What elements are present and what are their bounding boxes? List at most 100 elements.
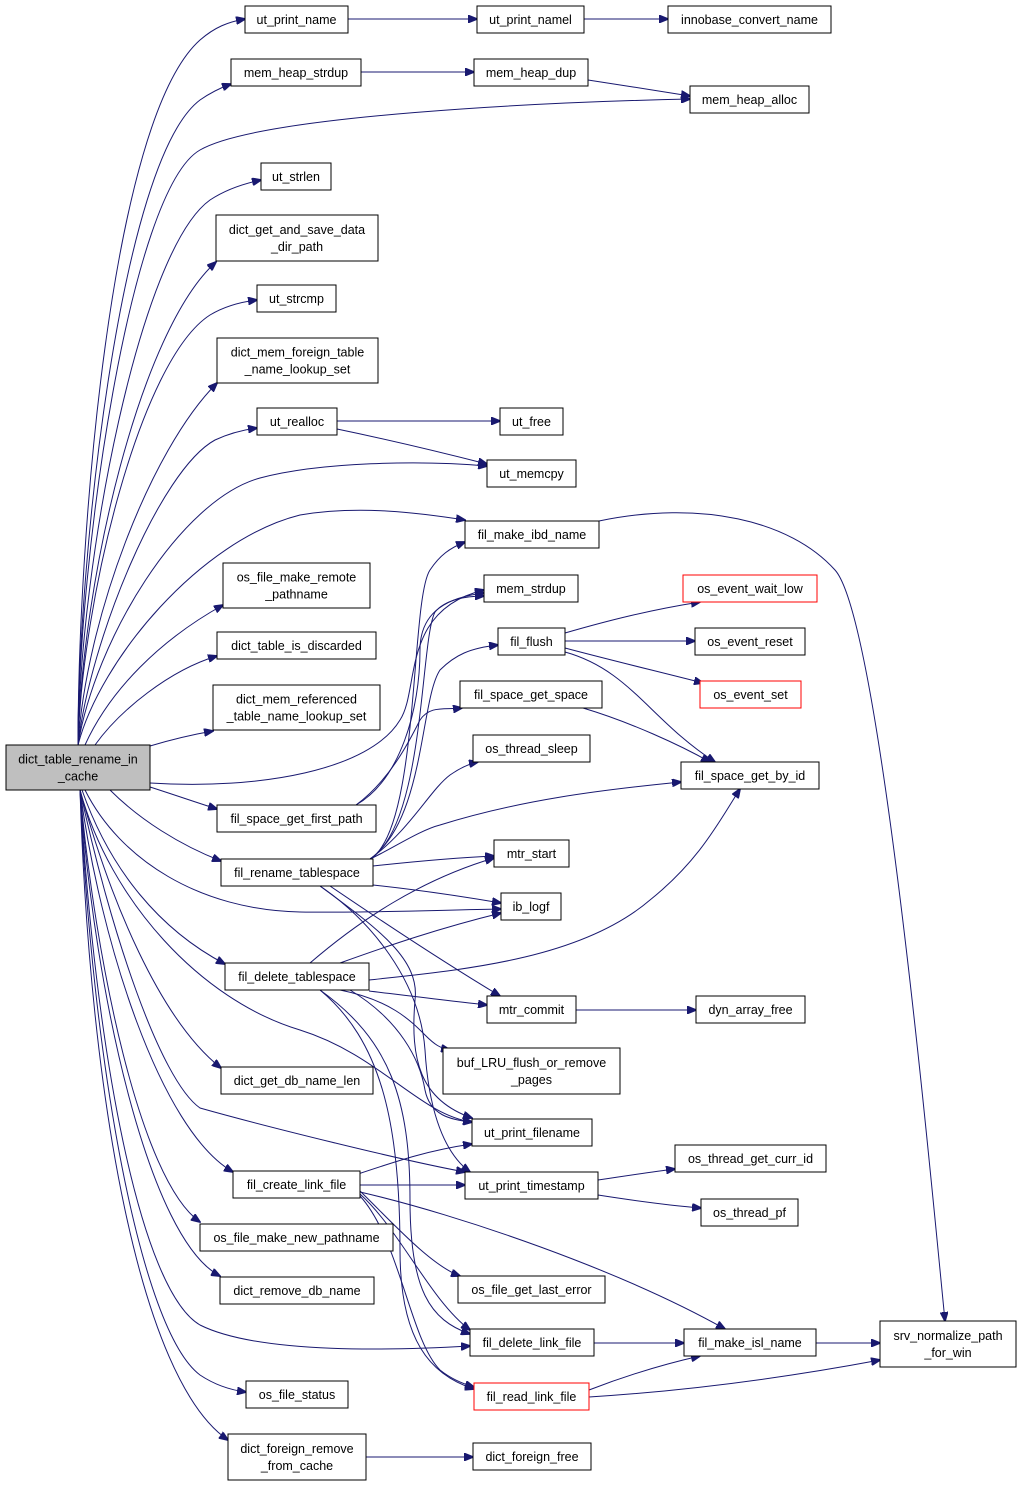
node-dict-mem-foreign-table-name-lookup-set[interactable]: dict_mem_foreign_table_name_lookup_set <box>216 337 379 384</box>
node-box[interactable] <box>472 734 591 763</box>
node-box[interactable] <box>212 684 381 731</box>
node-box[interactable] <box>260 162 332 191</box>
node-box[interactable] <box>244 5 349 34</box>
node-fil-delete-tablespace[interactable]: fil_delete_tablespace <box>224 962 370 991</box>
node-fil-flush[interactable]: fil_flush <box>497 627 566 656</box>
node-box[interactable] <box>216 631 377 660</box>
node-box[interactable] <box>245 1380 349 1409</box>
node-os-event-wait-low[interactable]: os_event_wait_low <box>682 574 818 603</box>
node-os-thread-pf[interactable]: os_thread_pf <box>700 1198 799 1227</box>
node-ut-realloc[interactable]: ut_realloc <box>256 407 338 436</box>
node-box[interactable] <box>457 1275 606 1304</box>
node-box[interactable] <box>695 995 806 1024</box>
node-mem-heap-alloc[interactable]: mem_heap_alloc <box>689 85 810 114</box>
node-os-thread-get-curr-id[interactable]: os_thread_get_curr_id <box>674 1144 827 1173</box>
node-box[interactable] <box>220 858 374 887</box>
node-ut-print-filename[interactable]: ut_print_filename <box>471 1118 593 1147</box>
node-dyn-array-free[interactable]: dyn_array_free <box>695 995 806 1024</box>
node-box[interactable] <box>219 1276 375 1305</box>
node-mem-heap-strdup[interactable]: mem_heap_strdup <box>230 58 362 87</box>
node-box[interactable] <box>674 1144 827 1173</box>
node-fil-rename-tablespace[interactable]: fil_rename_tablespace <box>220 858 374 887</box>
node-box[interactable] <box>499 407 564 436</box>
node-box[interactable] <box>216 804 377 833</box>
node-dict-table-rename-in-cache[interactable]: dict_table_rename_in_cache <box>5 744 151 791</box>
node-buf-LRU-flush-or-remove-pages[interactable]: buf_LRU_flush_or_remove_pages <box>442 1047 621 1095</box>
node-box[interactable] <box>486 995 577 1024</box>
node-mem-strdup[interactable]: mem_strdup <box>483 574 579 603</box>
node-fil-create-link-file[interactable]: fil_create_link_file <box>232 1170 361 1199</box>
node-box[interactable] <box>699 680 802 709</box>
node-box[interactable] <box>683 1328 817 1357</box>
node-box[interactable] <box>199 1223 394 1252</box>
node-fil-space-get-by-id[interactable]: fil_space_get_by_id <box>680 761 820 790</box>
node-ut-memcpy[interactable]: ut_memcpy <box>486 459 577 488</box>
node-ut-strcmp[interactable]: ut_strcmp <box>256 284 337 313</box>
node-dict-foreign-remove-from-cache[interactable]: dict_foreign_remove_from_cache <box>227 1433 367 1481</box>
node-os-event-reset[interactable]: os_event_reset <box>694 627 806 656</box>
node-box[interactable] <box>227 1433 367 1481</box>
node-dict-foreign-free[interactable]: dict_foreign_free <box>472 1442 592 1471</box>
node-box[interactable] <box>486 459 577 488</box>
node-box[interactable] <box>493 839 570 868</box>
node-box[interactable] <box>220 1066 374 1095</box>
node-box[interactable] <box>471 1118 593 1147</box>
node-ut-print-name[interactable]: ut_print_name <box>244 5 349 34</box>
node-fil-make-isl-name[interactable]: fil_make_isl_name <box>683 1328 817 1357</box>
node-os-file-make-remote-pathname[interactable]: os_file_make_remote_pathname <box>222 562 371 609</box>
node-ib-logf[interactable]: ib_logf <box>500 892 562 921</box>
node-mtr-start[interactable]: mtr_start <box>493 839 570 868</box>
node-box[interactable] <box>5 744 151 791</box>
node-box[interactable] <box>222 562 371 609</box>
node-os-file-get-last-error[interactable]: os_file_get_last_error <box>457 1275 606 1304</box>
node-fil-space-get-space[interactable]: fil_space_get_space <box>459 680 603 709</box>
node-srv-normalize-path-for-win[interactable]: srv_normalize_path_for_win <box>879 1320 1017 1368</box>
node-os-file-status[interactable]: os_file_status <box>245 1380 349 1409</box>
node-os-file-make-new-pathname[interactable]: os_file_make_new_pathname <box>199 1223 394 1252</box>
node-box[interactable] <box>500 892 562 921</box>
node-box[interactable] <box>694 627 806 656</box>
node-innobase-convert-name[interactable]: innobase_convert_name <box>667 5 832 34</box>
node-box[interactable] <box>230 58 362 87</box>
node-dict-get-db-name-len[interactable]: dict_get_db_name_len <box>220 1066 374 1095</box>
node-box[interactable] <box>483 574 579 603</box>
node-box[interactable] <box>442 1047 621 1095</box>
node-box[interactable] <box>464 1171 599 1200</box>
node-dict-remove-db-name[interactable]: dict_remove_db_name <box>219 1276 375 1305</box>
node-os-thread-sleep[interactable]: os_thread_sleep <box>472 734 591 763</box>
node-box[interactable] <box>473 58 589 87</box>
node-box[interactable] <box>667 5 832 34</box>
node-dict-table-is-discarded[interactable]: dict_table_is_discarded <box>216 631 377 660</box>
node-box[interactable] <box>215 214 379 262</box>
node-box[interactable] <box>473 1382 590 1411</box>
node-ut-print-timestamp[interactable]: ut_print_timestamp <box>464 1171 599 1200</box>
node-box[interactable] <box>256 407 338 436</box>
node-fil-delete-link-file[interactable]: fil_delete_link_file <box>469 1328 595 1357</box>
node-box[interactable] <box>682 574 818 603</box>
node-fil-make-ibd-name[interactable]: fil_make_ibd_name <box>464 520 600 549</box>
node-box[interactable] <box>680 761 820 790</box>
node-os-event-set[interactable]: os_event_set <box>699 680 802 709</box>
node-mem-heap-dup[interactable]: mem_heap_dup <box>473 58 589 87</box>
node-box[interactable] <box>224 962 370 991</box>
node-box[interactable] <box>497 627 566 656</box>
node-box[interactable] <box>700 1198 799 1227</box>
node-ut-strlen[interactable]: ut_strlen <box>260 162 332 191</box>
node-box[interactable] <box>469 1328 595 1357</box>
node-dict-mem-referenced-table-name-lookup-set[interactable]: dict_mem_referenced_table_name_lookup_se… <box>212 684 381 731</box>
node-dict-get-and-save-data-dir-path[interactable]: dict_get_and_save_data_dir_path <box>215 214 379 262</box>
node-ut-free[interactable]: ut_free <box>499 407 564 436</box>
node-box[interactable] <box>476 5 585 34</box>
node-box[interactable] <box>879 1320 1017 1368</box>
node-box[interactable] <box>689 85 810 114</box>
node-box[interactable] <box>472 1442 592 1471</box>
node-mtr-commit[interactable]: mtr_commit <box>486 995 577 1024</box>
node-box[interactable] <box>232 1170 361 1199</box>
node-ut-print-namel[interactable]: ut_print_namel <box>476 5 585 34</box>
node-box[interactable] <box>464 520 600 549</box>
node-fil-read-link-file[interactable]: fil_read_link_file <box>473 1382 590 1411</box>
node-box[interactable] <box>459 680 603 709</box>
node-box[interactable] <box>216 337 379 384</box>
node-fil-space-get-first-path[interactable]: fil_space_get_first_path <box>216 804 377 833</box>
node-box[interactable] <box>256 284 337 313</box>
